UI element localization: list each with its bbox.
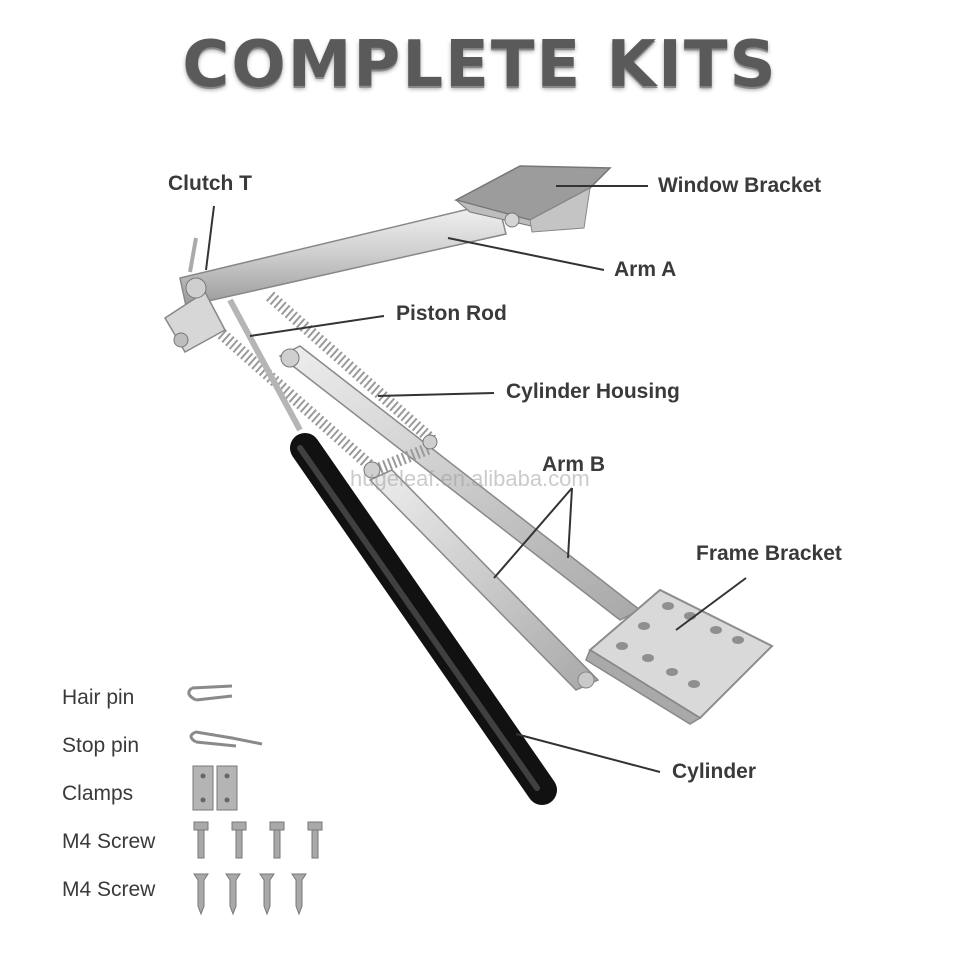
label-clutch-t: Clutch T [168, 172, 252, 195]
kit-item-label: Clamps [62, 782, 134, 805]
arm-a-bar [179, 201, 507, 307]
label-frame-bracket: Frame Bracket [696, 542, 842, 565]
m4-screw-machine-icon [193, 821, 323, 859]
spring [266, 291, 436, 445]
frame-bracket-part [577, 588, 774, 725]
hair-pin-icon [187, 684, 233, 702]
callout-lines [205, 185, 747, 773]
stop-pin-icon [189, 730, 263, 748]
label-cylinder: Cylinder [672, 760, 757, 783]
watermark: hugeleaf.en.alibaba.com [350, 466, 590, 491]
label-piston-rod: Piston Rod [396, 302, 507, 325]
arm-b-bar-2 [368, 469, 600, 691]
clamps-icon [192, 765, 238, 811]
cylinder-rod [290, 433, 557, 805]
label-window-bracket: Window Bracket [658, 174, 822, 197]
m4-screw-tapping-icon [193, 873, 307, 916]
kit-item-label: M4 Screw [62, 878, 156, 901]
pivot-hardware [163, 237, 438, 479]
kit-item-label: Stop pin [62, 734, 140, 757]
page-title: COMPLETE KITS [182, 28, 778, 102]
kit-item-label: M4 Screw [62, 830, 156, 853]
kit-item-label: Hair pin [62, 686, 135, 709]
label-arm-a: Arm A [614, 258, 677, 281]
window-bracket-part [453, 165, 612, 233]
label-cylinder-housing: Cylinder Housing [506, 380, 680, 403]
label-arm-b: Arm B [542, 453, 606, 476]
